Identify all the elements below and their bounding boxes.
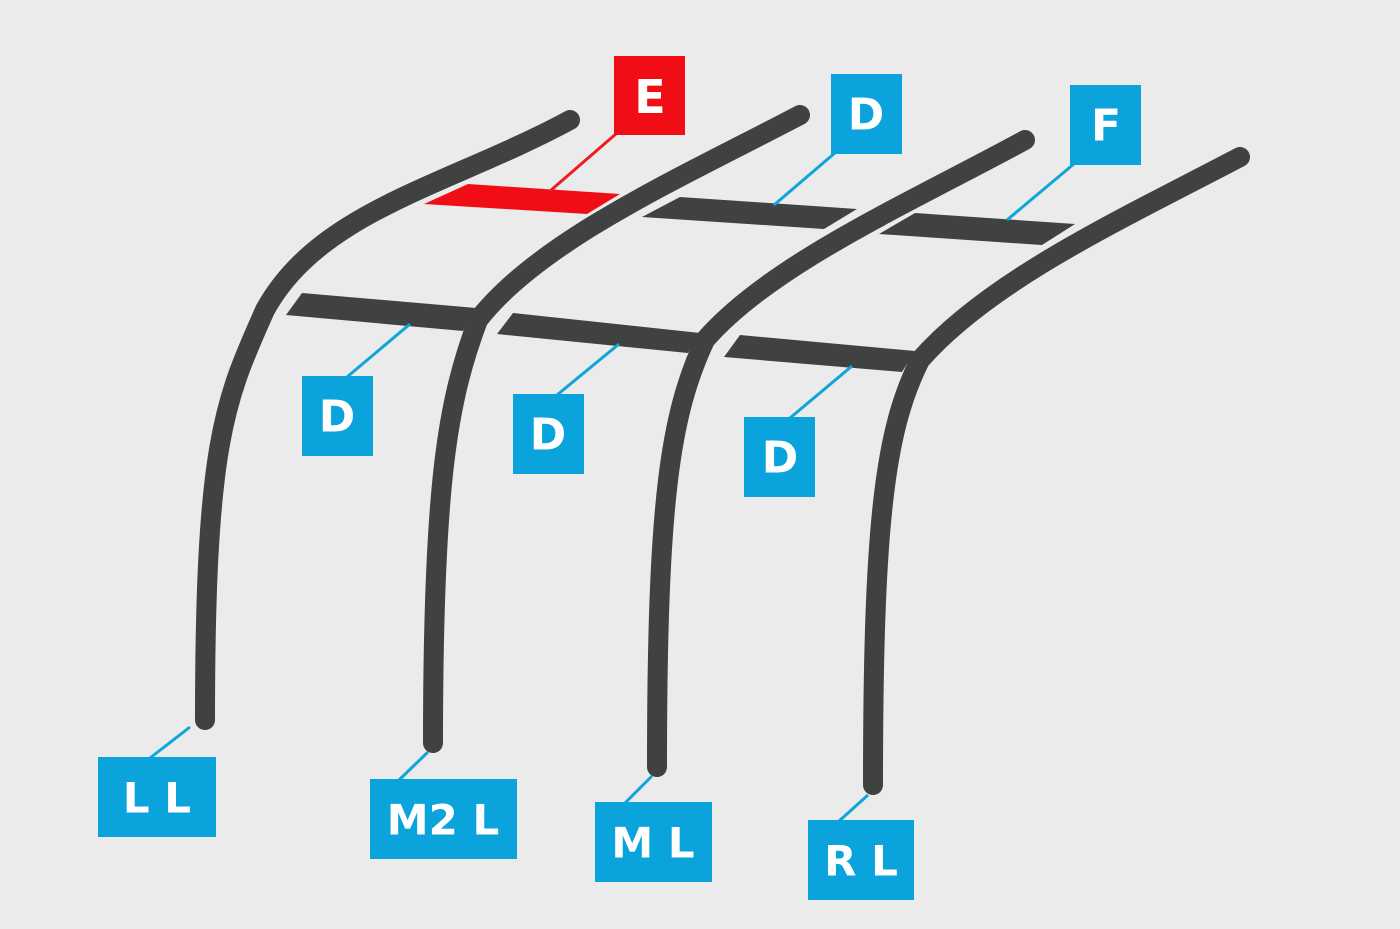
pole-rl-shape bbox=[863, 147, 1250, 795]
label-d-right: D bbox=[744, 417, 815, 497]
pole-m2l-shape bbox=[423, 105, 810, 753]
label-ll-text: L L bbox=[123, 774, 191, 823]
leader-d-right bbox=[789, 364, 853, 420]
label-e: E bbox=[614, 56, 685, 135]
label-m2l-text: M2 L bbox=[387, 796, 499, 845]
label-f: F bbox=[1070, 85, 1141, 165]
leader-d-left bbox=[346, 322, 411, 379]
label-ml-text: M L bbox=[611, 819, 694, 868]
label-d-top: D bbox=[831, 74, 902, 154]
label-d-left-text: D bbox=[319, 392, 356, 443]
label-rl-text: R L bbox=[824, 837, 898, 886]
leader-ll bbox=[149, 725, 191, 760]
label-ml: M L bbox=[595, 802, 712, 882]
leader-d-top bbox=[773, 150, 837, 207]
leader-f bbox=[1006, 161, 1076, 222]
leader-d-mid bbox=[556, 342, 620, 397]
label-d-right-text: D bbox=[762, 433, 799, 484]
pole-ml-shape bbox=[647, 130, 1035, 777]
bar-e-shape bbox=[424, 184, 620, 214]
label-d-mid: D bbox=[513, 394, 584, 474]
label-f-text: F bbox=[1091, 101, 1121, 152]
bar-d-right-shape bbox=[724, 335, 915, 372]
bar-d-left-shape bbox=[286, 293, 476, 331]
label-e-text: E bbox=[634, 70, 665, 124]
bar-d-mid-shape bbox=[497, 313, 700, 353]
label-d-left: D bbox=[302, 376, 373, 456]
leader-rl bbox=[836, 793, 870, 824]
label-rl: R L bbox=[808, 820, 914, 900]
label-d-mid-text: D bbox=[530, 410, 567, 461]
pole-ll-shape bbox=[195, 110, 580, 730]
leader-m2l bbox=[396, 750, 430, 783]
bar-f-shape bbox=[879, 213, 1075, 245]
label-ll: L L bbox=[98, 757, 216, 837]
label-d-top-text: D bbox=[848, 90, 885, 141]
leader-e bbox=[549, 131, 618, 193]
leader-ml bbox=[622, 774, 654, 806]
bar-d-top-shape bbox=[642, 197, 857, 229]
label-m2l: M2 L bbox=[370, 779, 517, 859]
